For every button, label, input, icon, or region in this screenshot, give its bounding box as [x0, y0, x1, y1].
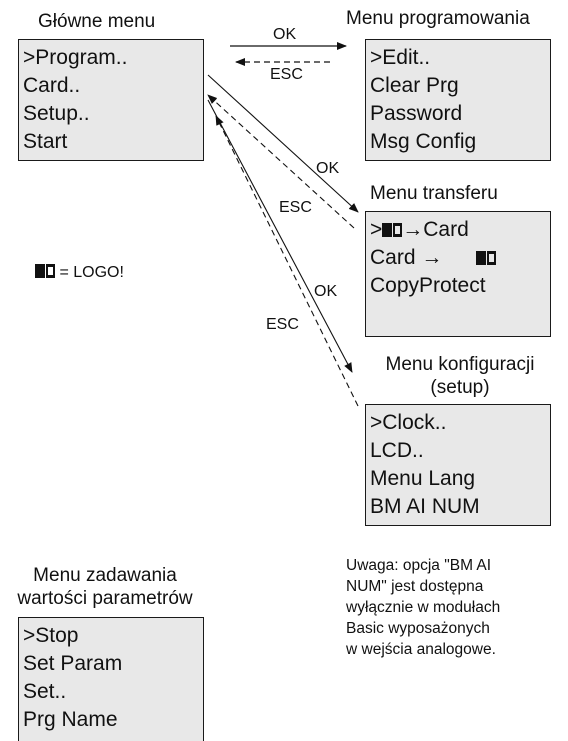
label-ok-setup: OK	[314, 283, 338, 300]
menu-item-stop[interactable]: >Stop	[23, 624, 79, 647]
param-menu-title: Menu zadawania wartości parametrów	[0, 564, 210, 610]
transfer-menu-box: > →Card Card → CopyProtect	[365, 211, 551, 337]
param-menu-title-line1: Menu zadawania	[33, 565, 177, 586]
label-esc-setup: ESC	[266, 316, 299, 333]
setup-menu-title: Menu konfiguracji (setup)	[362, 353, 558, 399]
menu-item-bm-ai-num[interactable]: BM AI NUM	[370, 495, 480, 518]
note-line: NUM" jest dostępna	[346, 578, 484, 595]
menu-item-menu-lang[interactable]: Menu Lang	[370, 467, 476, 490]
menu-item-lcd[interactable]: LCD..	[370, 439, 424, 462]
menu-item-prg-name[interactable]: Prg Name	[23, 708, 118, 731]
menu-item-program[interactable]: >Program..	[23, 46, 128, 69]
param-menu-title-line2: wartości parametrów	[17, 588, 193, 609]
note-line: Basic wyposażonych	[346, 620, 490, 637]
arrow-esc-transfer	[207, 94, 355, 229]
logo-module-icon	[476, 251, 497, 265]
arrow-esc-setup	[215, 115, 359, 407]
menu-item-card-to-logo[interactable]: Card →	[370, 245, 497, 270]
menu-item-start[interactable]: Start	[23, 130, 68, 153]
label-ok-transfer: OK	[316, 160, 340, 177]
label-esc-transfer: ESC	[279, 199, 312, 216]
param-menu-box: >Stop Set Param Set.. Prg Name	[18, 617, 204, 741]
note-line: Uwaga: opcja "BM AI	[346, 557, 492, 574]
menu-item-setup[interactable]: Setup..	[23, 102, 90, 125]
note-line: w wejścia analogowe.	[346, 641, 496, 658]
menu-item-clock[interactable]: >Clock..	[370, 411, 447, 434]
menu-item-card[interactable]: Card..	[23, 74, 81, 97]
menu-item-prefix: Card →	[370, 246, 443, 269]
menu-item-edit[interactable]: >Edit..	[370, 46, 431, 69]
menu-item-set[interactable]: Set..	[23, 680, 67, 703]
legend: = LOGO!	[35, 264, 124, 282]
program-menu-box: >Edit.. Clear Prg Password Msg Config	[365, 39, 551, 161]
menu-item-password[interactable]: Password	[370, 102, 463, 125]
note: Uwaga: opcja "BM AI NUM" jest dostępna w…	[346, 555, 564, 660]
program-menu-title: Menu programowania	[346, 8, 530, 29]
menu-item-msg-config[interactable]: Msg Config	[370, 130, 477, 153]
menu-item-prefix: >	[370, 218, 383, 241]
legend-text: = LOGO!	[59, 264, 124, 281]
main-menu-title: Główne menu	[38, 11, 156, 32]
arrow-ok-transfer	[207, 74, 359, 213]
transfer-menu-title: Menu transferu	[370, 183, 498, 204]
main-menu-box: >Program.. Card.. Setup.. Start	[18, 39, 204, 161]
menu-item-suffix: →Card	[402, 218, 469, 241]
logo-module-icon	[382, 223, 403, 237]
label-ok-program: OK	[273, 26, 297, 43]
menu-item-set-param[interactable]: Set Param	[23, 652, 123, 675]
menu-item-copyprotect[interactable]: CopyProtect	[370, 274, 486, 297]
menu-item-pc-to-card[interactable]: > →Card	[370, 217, 469, 242]
note-line: wyłącznie w modułach	[346, 599, 501, 616]
setup-menu-title-line2: (setup)	[430, 377, 490, 398]
logo-module-icon	[35, 264, 55, 278]
setup-menu-title-line1: Menu konfiguracji	[385, 354, 535, 375]
setup-menu-box: >Clock.. LCD.. Menu Lang BM AI NUM	[365, 404, 551, 526]
arrow-ok-setup	[207, 99, 353, 373]
menu-item-clear-prg[interactable]: Clear Prg	[370, 74, 459, 97]
label-esc-program: ESC	[270, 66, 303, 83]
